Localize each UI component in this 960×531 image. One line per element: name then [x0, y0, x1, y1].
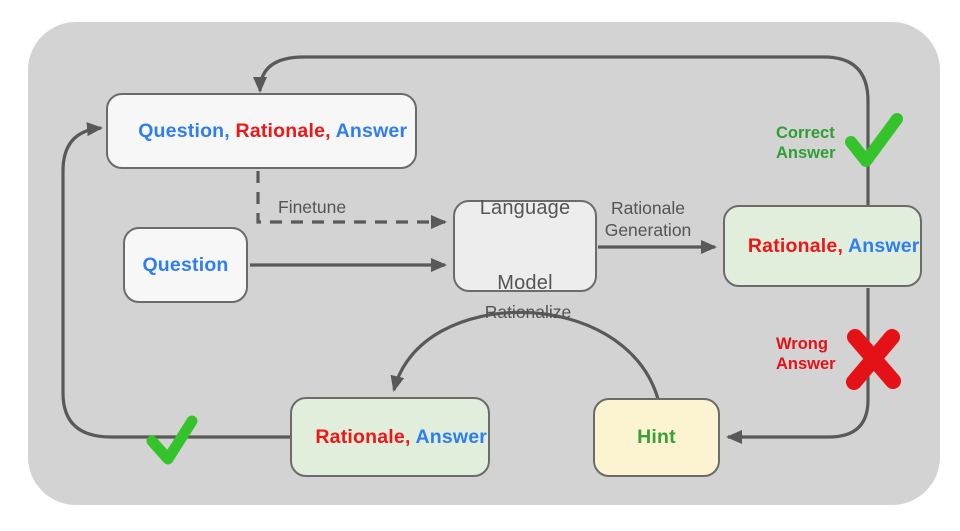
- rationale-text: Rationale,: [229, 119, 331, 142]
- node-label: Question, Rationale, Answer: [116, 97, 408, 166]
- wrong-cross-icon: [846, 329, 901, 390]
- node-rationale-answer-right: Rationale, Answer: [723, 205, 922, 287]
- rationale-text: Rationale,: [315, 425, 411, 448]
- answer-text: Answer: [330, 119, 408, 142]
- edge-wrong-answer-to-hint: [726, 288, 870, 444]
- node-label: Hint: [637, 426, 676, 448]
- answer-text: Answer: [843, 234, 920, 257]
- language-model-line1: Language: [479, 197, 571, 219]
- edge-finetune-dashed: [256, 171, 447, 229]
- edge-label-finetune: Finetune: [278, 197, 347, 217]
- edge-label-rationale-generation: Rationale Generation: [598, 197, 698, 241]
- node-label: Rationale, Answer: [725, 212, 920, 281]
- question-text: Question,: [138, 119, 230, 142]
- node-hint: Hint: [593, 398, 720, 477]
- node-question: Question: [123, 227, 248, 303]
- wrong-answer-line2: Answer: [776, 354, 836, 373]
- node-language-model: Language Model: [453, 197, 597, 294]
- correct-answer-line1: Correct: [776, 124, 835, 142]
- correct-checkmark-icon: [845, 113, 903, 167]
- correct-answer-line2: Answer: [776, 143, 836, 162]
- node-rationale-answer-bottom: Rationale, Answer: [290, 397, 490, 477]
- wrong-answer-label: Wrong Answer: [776, 335, 836, 375]
- node-question-rationale-answer: Question, Rationale, Answer: [106, 93, 417, 169]
- wrong-answer-line1: Wrong: [776, 335, 828, 353]
- node-label: Question: [142, 253, 229, 276]
- loop-checkmark-icon: [146, 415, 198, 465]
- answer-text: Answer: [410, 425, 488, 448]
- rationale-generation-line1: Rationale: [611, 198, 685, 218]
- edge-top-loop: [253, 55, 870, 206]
- edge-rationalize-arc: [390, 310, 660, 400]
- node-label: Rationale, Answer: [293, 403, 487, 472]
- edge-label-rationalize: Rationalize: [484, 302, 572, 322]
- rationale-text: Rationale,: [747, 234, 844, 257]
- node-label: Language Model: [480, 146, 571, 346]
- edge-left-loop: [61, 122, 291, 439]
- language-model-line2: Model: [497, 272, 553, 294]
- correct-answer-label: Correct Answer: [776, 124, 836, 164]
- rationale-generation-line2: Generation: [604, 220, 692, 241]
